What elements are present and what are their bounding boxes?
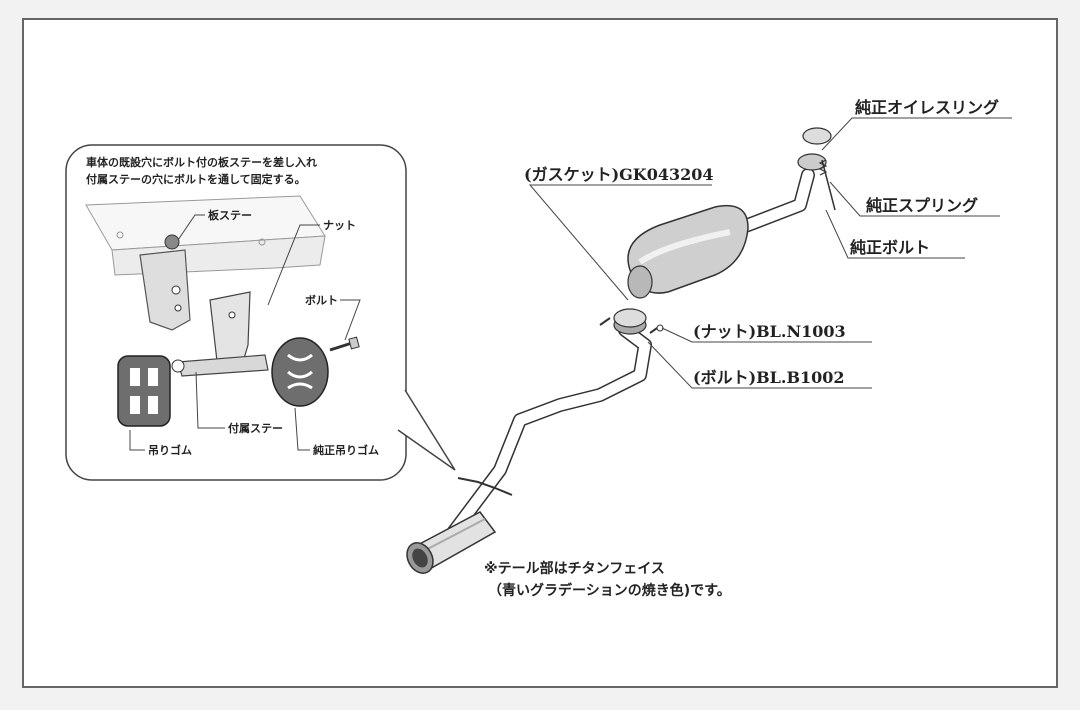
center-flange-joint: [599, 308, 664, 335]
callout-instruction-line1: 車体の既設穴にボルト付の板ステーを差し入れ: [86, 155, 317, 169]
muffler: [627, 204, 749, 299]
label-hanger-rubber: 吊りゴム: [148, 443, 192, 457]
label-gasket: (ガスケット)GK043204: [524, 165, 714, 184]
hanger-rubber: [117, 355, 171, 427]
label-oem-spring: 純正スプリング: [866, 196, 978, 215]
callout-instruction-line2: 付属ステーの穴にボルトを通して固定する。: [86, 172, 306, 186]
label-bolt-part: (ボルト)BL.B1002: [693, 368, 845, 387]
label-oem-hanger-rubber: 純正吊りゴム: [313, 443, 379, 457]
mounting-callout: 車体の既設穴にボルト付の板ステーを差し入れ 付属ステーの穴にボルトを通して固定す…: [65, 144, 456, 481]
plate-stay: [139, 234, 191, 331]
note-line2: （青いグラデーションの焼き色)です。: [488, 582, 731, 599]
label-plate-stay: 板ステー: [208, 208, 252, 222]
car-body-panel: [85, 195, 326, 276]
oem-hanger-rubber: [271, 337, 329, 407]
label-oem-bolt: 純正ボルト: [850, 238, 930, 257]
included-stay: [171, 291, 269, 377]
note-line1: ※テール部はチタンフェイス: [484, 560, 665, 577]
label-oem-oil-ring: 純正オイレスリング: [855, 98, 999, 117]
bolt-part: [329, 336, 360, 352]
label-nut: ナット: [323, 219, 356, 232]
exhaust-system: [406, 127, 836, 574]
label-included-stay: 付属ステー: [228, 421, 283, 435]
label-bolt: ボルト: [305, 293, 338, 307]
label-nut-part: (ナット)BL.N1003: [693, 322, 846, 341]
tail-pipe: [406, 511, 497, 574]
front-flange: [797, 127, 836, 211]
